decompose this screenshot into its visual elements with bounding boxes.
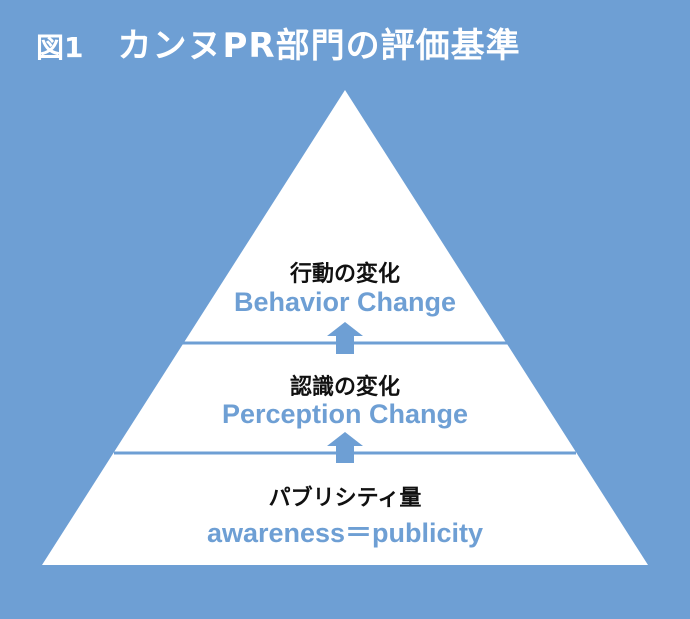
level-middle-en-label: Perception Change <box>221 399 469 429</box>
figure-number: 図1 <box>36 31 84 64</box>
level-bottom-en-label: awareness＝publicity <box>206 518 484 548</box>
up-arrow-icon <box>327 322 363 354</box>
up-arrow-icon <box>327 432 363 463</box>
level-middle-jp-label: 認識の変化 <box>289 375 400 400</box>
figure-title: 図1 カンヌPR部門の評価基準 <box>36 18 521 67</box>
figure-title-text: カンヌPR部門の評価基準 <box>117 26 521 66</box>
level-bottom-jp-label: パブリシティ量 <box>268 486 422 511</box>
level-top-en-label: Behavior Change <box>233 287 457 317</box>
level-top-jp-label: 行動の変化 <box>289 262 400 287</box>
